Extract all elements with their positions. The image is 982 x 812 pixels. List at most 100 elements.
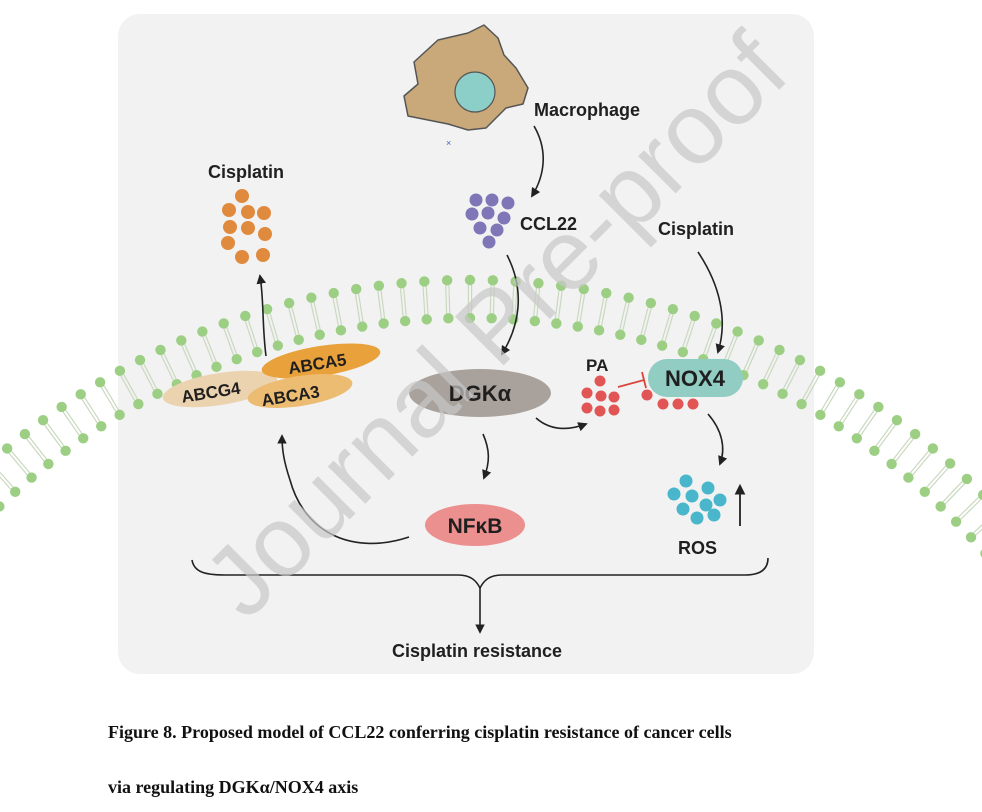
lipid-head-outer (909, 428, 921, 440)
lipid-tail (489, 285, 492, 314)
nfkb-to-transporters-arrow (277, 434, 410, 545)
lipid-head-inner (211, 361, 222, 373)
lipid-head-outer (464, 274, 476, 286)
dgk-alpha-node (409, 369, 551, 417)
lipid-head-inner (869, 445, 880, 457)
dgk-to-nfkb-arrow (482, 433, 492, 480)
lipid-tail (682, 320, 693, 347)
lipid-head-outer (134, 354, 146, 366)
lipid-head-inner (272, 340, 284, 351)
lipid-tail (661, 313, 671, 341)
lipid-tail (123, 374, 138, 400)
lipid-tail (65, 409, 83, 434)
lipid-head-inner (78, 433, 89, 444)
lipid-head-inner (293, 334, 304, 346)
lipid-tail (576, 293, 582, 322)
lipid-tail (702, 327, 714, 355)
nfkb-label: NFκB (448, 515, 503, 538)
lipid-tail (763, 353, 777, 380)
dgk-to-pa-arrow (535, 417, 588, 432)
macrophage-label: Macrophage (534, 100, 640, 120)
lipid-head-inner (919, 486, 930, 497)
lipid-tail (0, 476, 12, 490)
lipid-tail (895, 438, 914, 462)
lipid-tail (926, 465, 947, 488)
lipid-head-outer (927, 443, 939, 454)
transporter-efflux-arrow (256, 274, 267, 357)
lipid-head-outer (218, 318, 229, 329)
lipid-tail (226, 327, 238, 355)
lipid-head-inner (152, 388, 163, 400)
lipid-tail (664, 314, 674, 342)
lipid-head-outer (645, 297, 657, 309)
lipid-head-inner (357, 321, 368, 332)
lipid-head-inner (903, 472, 914, 483)
lipid-head-inner (950, 516, 962, 527)
lipid-tail (62, 411, 80, 436)
lipid-tail (804, 375, 820, 401)
lipid-tail (958, 496, 979, 518)
lipid-head-outer (623, 292, 634, 303)
cisplatin-molecules (221, 189, 272, 264)
lipid-head-inner (656, 340, 668, 351)
lipid-head-outer (711, 318, 722, 329)
pa-label: PA (586, 356, 608, 375)
lipid-tail (140, 364, 155, 391)
ccl22-label: CCL22 (520, 214, 577, 234)
lipid-tail (181, 345, 194, 372)
lipid-head-inner (815, 409, 826, 421)
lipid-tail (247, 320, 258, 347)
lipid-head-inner (796, 398, 807, 410)
lipid-head-outer (19, 428, 31, 440)
lipid-head-outer (351, 283, 362, 295)
lipid-tail (46, 422, 65, 447)
lipid-head-outer (977, 489, 982, 501)
lipid-head-inner (43, 458, 54, 470)
cisplatin-to-nox4-arrow (697, 251, 725, 354)
lipid-tail (223, 328, 235, 356)
lipid-head-inner (314, 329, 325, 340)
lipid-head-inner (378, 318, 389, 329)
lipid-head-outer (114, 365, 126, 377)
nox4-bound-pa (641, 389, 699, 410)
lipid-head-outer (732, 326, 743, 337)
lipid-head-outer (261, 303, 273, 315)
lipid-tail (878, 424, 896, 449)
lipid-tail (184, 344, 197, 371)
lipid-tail (912, 452, 932, 476)
abca5-transporter (261, 343, 381, 379)
lipid-tail (785, 364, 800, 391)
lipid-tail (821, 385, 837, 411)
lipid-tail (554, 290, 560, 319)
lipid-tail (892, 436, 912, 460)
lipid-head-inner (572, 321, 583, 332)
lipid-tail (746, 345, 759, 372)
lipid-tail (266, 314, 276, 342)
lipid-head-outer (834, 377, 846, 388)
lipid-head-inner (335, 325, 347, 336)
lipid-tail (942, 481, 963, 503)
lipid-head-inner (529, 315, 541, 327)
lipid-head-inner (421, 314, 432, 325)
lipid-head-outer (944, 458, 956, 469)
ccl22-pathway-diagram: Macrophage × CCL22 Cisplatin ABCG4 ABCA5… (0, 13, 982, 674)
lipid-head-inner (965, 532, 977, 543)
lipid-tail (422, 286, 426, 315)
lipid-tail (205, 335, 217, 362)
lipid-head-outer (667, 303, 679, 315)
lipid-tail (120, 375, 136, 401)
lipid-tail (723, 335, 735, 362)
lipid-tail (380, 290, 386, 319)
lipid-tail (160, 354, 174, 381)
lipid-tail (332, 298, 339, 326)
lipid-tail (909, 450, 929, 474)
lipid-tail (726, 336, 738, 364)
ccl22-molecules (465, 193, 515, 249)
lipid-tail (100, 387, 117, 412)
lipid-head-inner (10, 486, 21, 497)
lipid-tail (643, 308, 652, 336)
cisplatin-efflux-label: Cisplatin (208, 162, 284, 182)
lipid-head-outer (396, 278, 407, 289)
lipid-tail (143, 363, 158, 389)
lipid-tail (842, 399, 859, 424)
